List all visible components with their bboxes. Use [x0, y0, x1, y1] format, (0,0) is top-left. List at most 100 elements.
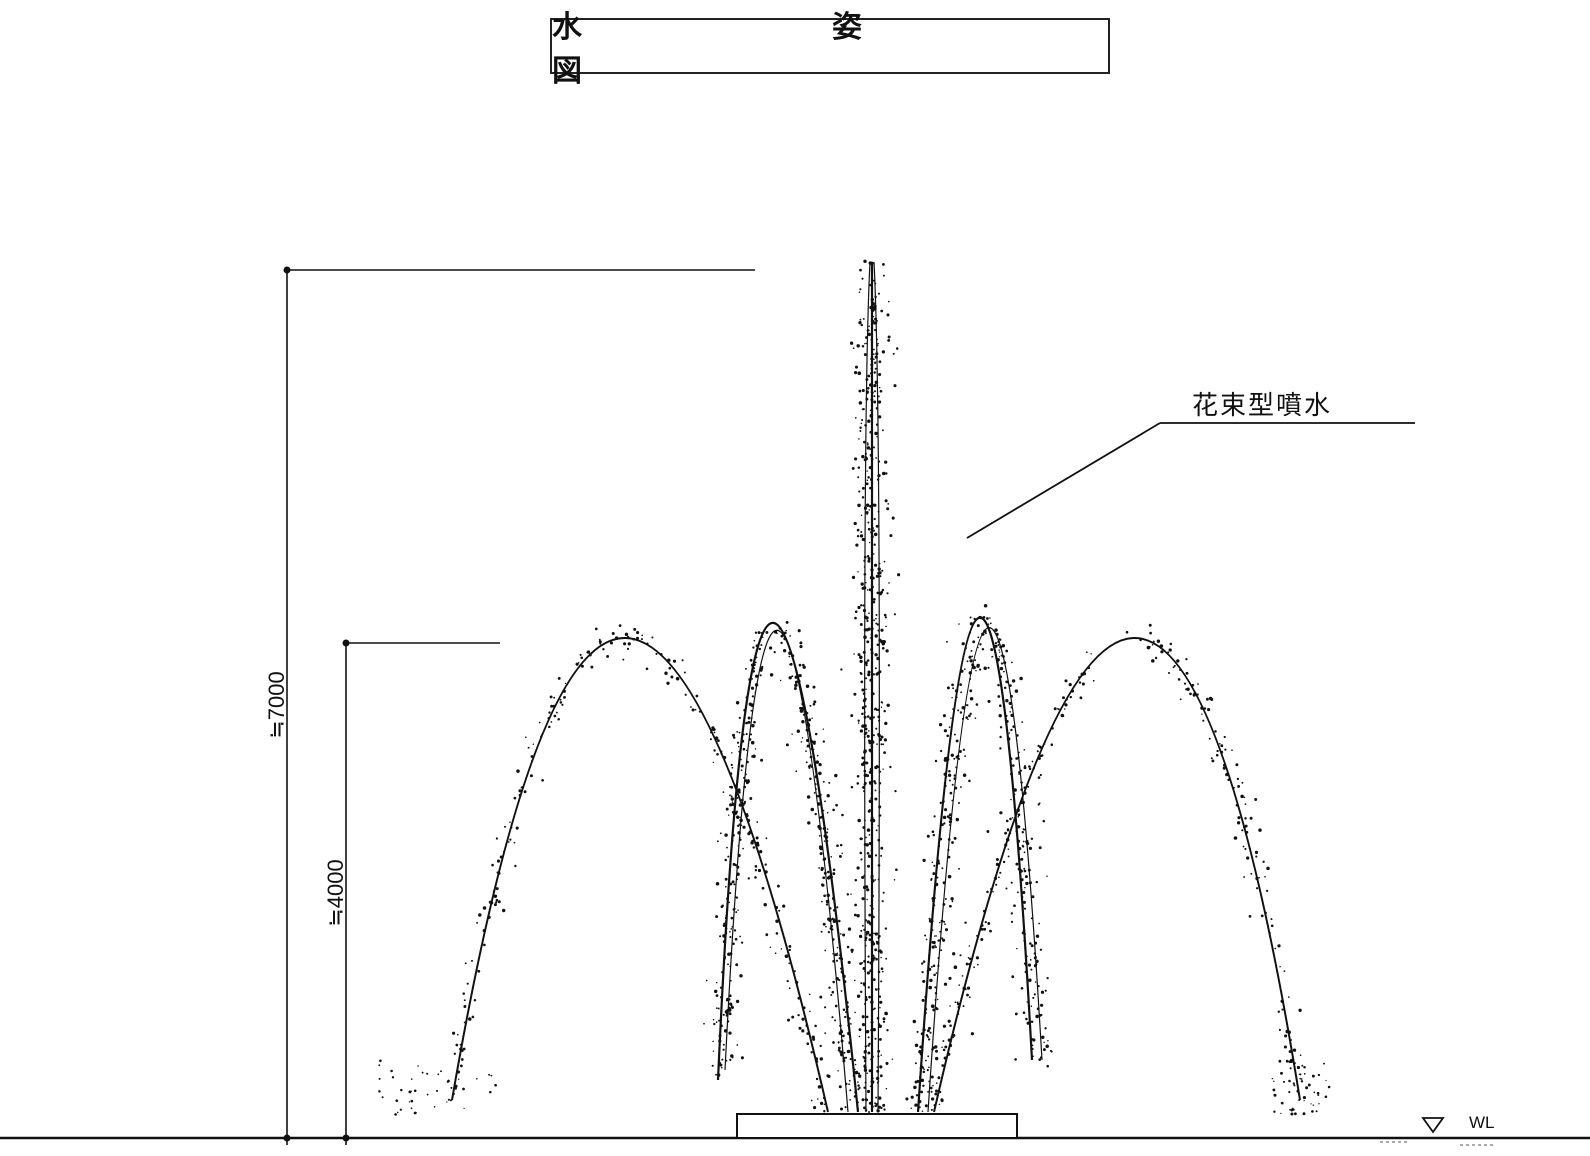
spray-dot	[810, 807, 815, 812]
spray-dot	[852, 347, 855, 350]
spray-dot	[509, 838, 512, 841]
spray-dot	[815, 1077, 819, 1081]
spray-dot	[720, 995, 723, 999]
spray-dot	[872, 600, 876, 604]
spray-dot	[853, 692, 857, 696]
spray-dot	[487, 915, 491, 919]
spray-dot	[1041, 1035, 1045, 1039]
spray-dot	[655, 652, 658, 655]
spray-dot	[742, 733, 745, 736]
spray-dot	[1017, 846, 1022, 851]
spray-dot	[846, 945, 850, 949]
spray-dot	[1279, 966, 1281, 968]
spray-dot	[870, 1020, 874, 1024]
spray-dot	[877, 1055, 880, 1058]
spray-dot	[1006, 737, 1011, 741]
spray-dot	[869, 716, 873, 720]
spray-dot	[1191, 683, 1195, 687]
spray-dot	[782, 649, 787, 653]
spray-dot	[449, 1099, 453, 1102]
spray-dot	[938, 939, 942, 942]
spray-dot	[864, 1045, 868, 1048]
spray-dot	[733, 907, 736, 910]
spray-dot	[732, 942, 735, 945]
spray-dot	[872, 1077, 874, 1080]
spray-dot	[870, 1058, 872, 1061]
spray-dot	[548, 725, 551, 729]
spray-dot	[731, 766, 734, 769]
spray-dot	[994, 644, 998, 648]
spray-dot	[854, 610, 858, 613]
spray-dot	[851, 466, 855, 470]
spray-dot	[875, 957, 878, 961]
spray-dot	[475, 1077, 478, 1080]
spray-dot	[1014, 1058, 1017, 1061]
spray-dot	[857, 653, 861, 657]
spray-dot	[995, 883, 998, 886]
spray-dot	[598, 638, 601, 641]
spray-dot	[870, 648, 874, 652]
spray-dot	[1016, 734, 1019, 737]
spray-dot	[1009, 684, 1012, 687]
spray-dot	[718, 1034, 722, 1038]
spray-dot	[876, 478, 880, 481]
spray-dot	[878, 415, 882, 419]
spray-dot	[834, 953, 838, 957]
spray-dot	[883, 613, 887, 617]
spray-dot	[997, 644, 1000, 646]
spray-dot	[944, 923, 946, 925]
spray-dot	[955, 766, 958, 769]
spray-dot	[838, 1046, 841, 1050]
spray-dot	[921, 970, 924, 974]
spray-dot	[747, 716, 751, 720]
spray-dot	[1318, 1103, 1320, 1105]
spray-dot	[725, 807, 729, 811]
spray-dot	[948, 779, 951, 782]
spray-dot	[410, 1107, 413, 1110]
spray-dot	[865, 482, 869, 486]
spray-dot	[879, 1000, 883, 1004]
spray-dot	[995, 632, 999, 637]
spray-dot	[737, 831, 741, 835]
spray-dot	[838, 1085, 842, 1089]
spray-dot	[501, 908, 506, 913]
spray-dot	[844, 1015, 847, 1019]
spray-dot	[866, 851, 870, 855]
spray-dot	[722, 924, 726, 927]
spray-dot	[739, 935, 741, 938]
spray-dot	[1010, 661, 1013, 664]
spray-dot	[885, 957, 888, 960]
spray-dot	[840, 1053, 844, 1057]
spray-dot	[724, 833, 728, 837]
spray-dot	[809, 777, 812, 781]
spray-dot	[646, 642, 649, 645]
spray-dot	[1042, 819, 1046, 823]
spray-dot	[828, 781, 831, 784]
spray-dot	[1023, 962, 1027, 965]
spray-dot	[489, 1090, 492, 1094]
spray-dot	[720, 750, 723, 753]
spray-dot	[394, 1113, 397, 1116]
spray-dot	[853, 1095, 857, 1098]
spray-dot	[1030, 1005, 1033, 1007]
spray-dot	[878, 1037, 882, 1041]
spray-dot	[849, 1058, 852, 1061]
spray-dot	[886, 1029, 889, 1032]
spray-dot	[869, 486, 872, 490]
spray-dot	[826, 876, 831, 880]
spray-dot	[773, 650, 776, 654]
spray-dot	[1020, 769, 1023, 772]
spray-dot	[1169, 642, 1173, 646]
spray-dot	[921, 962, 924, 965]
spray-dot	[972, 665, 976, 670]
spray-dot	[808, 993, 811, 996]
spray-dot	[957, 1006, 960, 1009]
spray-dot	[1011, 975, 1015, 979]
spray-dot	[818, 762, 822, 767]
spray-dot	[413, 1089, 417, 1093]
spray-dot	[976, 963, 979, 966]
spray-dot	[832, 908, 836, 912]
spray-dot	[733, 883, 736, 886]
spray-dot	[1024, 933, 1027, 935]
spray-dot	[805, 750, 807, 752]
